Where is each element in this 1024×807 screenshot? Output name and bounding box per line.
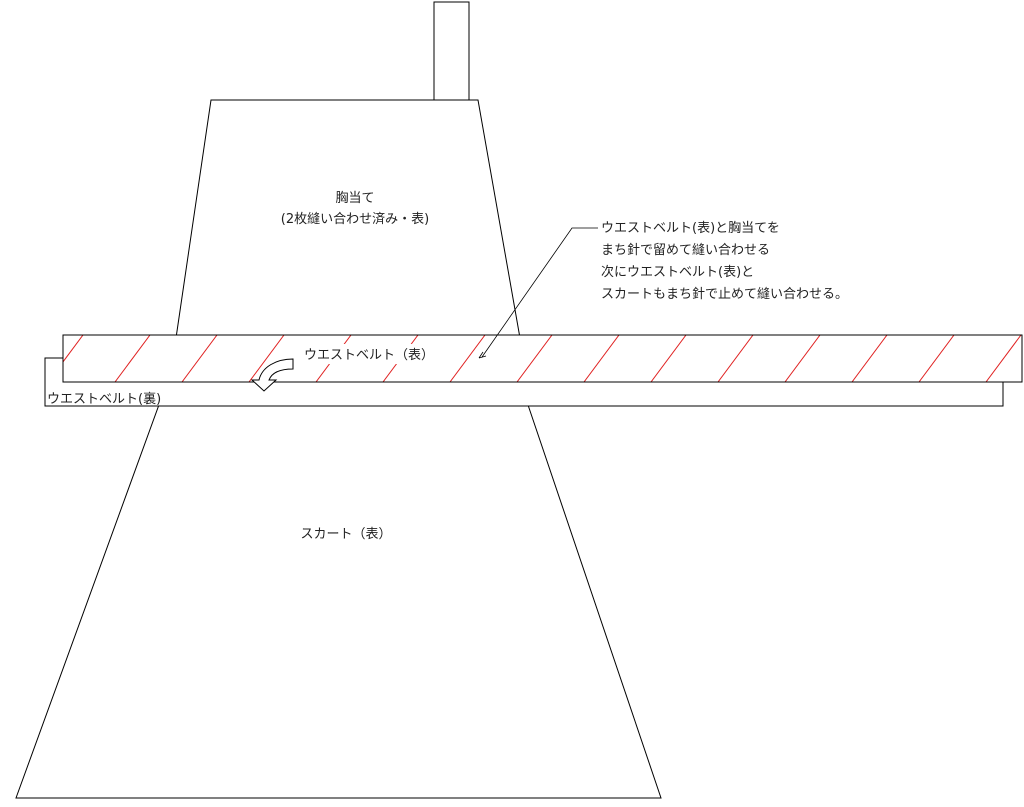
waist-belt-front-fill <box>63 335 1022 382</box>
leader-arrowhead <box>478 351 487 359</box>
shoulder-strap <box>433 1 470 101</box>
belt-front-label-bg <box>302 344 436 364</box>
hatch-line <box>985 335 1022 382</box>
bodice-note: (2枚縫い合わせ済み・表) <box>281 211 429 227</box>
hatch-line <box>851 335 888 382</box>
instruction-line-4: スカートもまち針で止めて縫い合わせる。 <box>601 287 848 302</box>
instruction-line-2: まち針で留めて縫い合わせる <box>601 243 770 258</box>
hatch-line <box>449 335 486 382</box>
hatch-line <box>717 335 754 382</box>
hatch-line <box>918 335 955 382</box>
instruction-block: ウエストベルト(表)と胸当てを まち針で留めて縫い合わせる 次にウエストベルト(… <box>601 221 848 302</box>
hatch-line <box>181 335 218 382</box>
bodice-title: 胸当て <box>335 191 374 206</box>
waist-belt-front <box>62 334 1023 383</box>
skirt-panel <box>15 401 662 799</box>
instruction-line-3: 次にウエストベルト(表)と <box>601 264 754 280</box>
skirt-label: スカート（表） <box>300 527 391 542</box>
hatch-line <box>583 335 620 382</box>
curved-arrow-down-icon <box>250 358 294 392</box>
hatch-line <box>114 335 151 382</box>
hatch-line <box>248 335 285 382</box>
hatch-line <box>784 335 821 382</box>
instruction-line-1: ウエストベルト(表)と胸当てを <box>601 221 780 236</box>
belt-back-label: ウエストベルト(裏) <box>47 392 161 407</box>
belt-front-label: ウエストベルト（表） <box>304 348 434 363</box>
hatch-line <box>63 335 84 363</box>
leader-line <box>481 227 598 358</box>
hatch-line <box>516 335 553 382</box>
hatch-line <box>650 335 687 382</box>
